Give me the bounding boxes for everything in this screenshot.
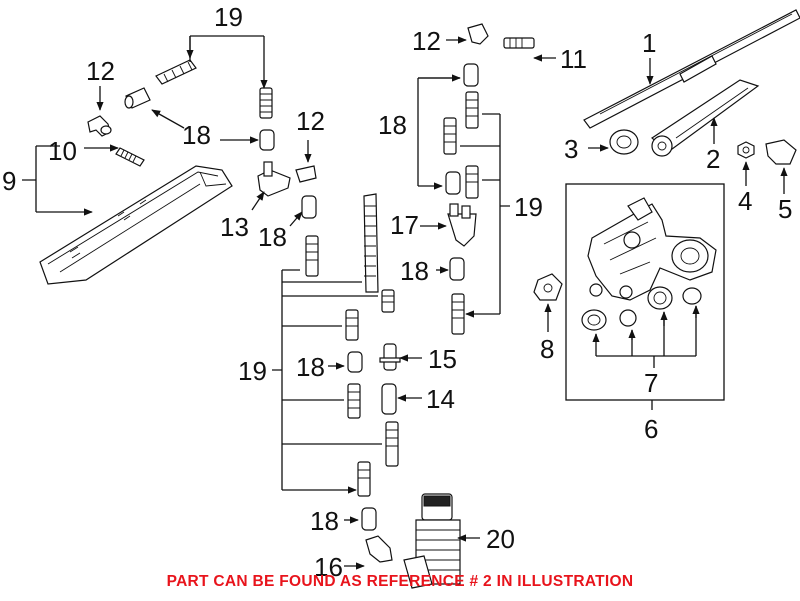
callout-5: 5	[778, 194, 792, 224]
callout-18-lower: 18	[296, 352, 325, 382]
callout-19-top: 19	[214, 2, 243, 32]
hose-segments-top-left	[124, 59, 197, 109]
callout-12-top: 12	[412, 26, 441, 56]
callout-18-bottom: 18	[310, 506, 339, 536]
callout-3: 3	[564, 134, 578, 164]
washer-nozzle-left	[115, 147, 145, 167]
callout-9: 9	[2, 166, 16, 196]
callout-13: 13	[220, 212, 249, 242]
callout-2: 2	[706, 144, 720, 174]
elbow-fitting-left	[87, 115, 112, 137]
callout-20: 20	[486, 524, 515, 554]
wiper-blade	[583, 9, 800, 129]
callout-15: 15	[428, 344, 457, 374]
callout-16: 16	[314, 552, 343, 582]
callout-12-mid: 12	[296, 106, 325, 136]
callout-4: 4	[738, 186, 752, 216]
callout-18-right-lower: 18	[400, 256, 429, 286]
pivot-nut-8	[533, 273, 563, 301]
wiper-motor-box	[565, 183, 725, 401]
arm-cover-cap	[765, 139, 797, 165]
leader-lines	[22, 35, 788, 570]
callout-7: 7	[644, 368, 658, 398]
callout-12-left: 12	[86, 56, 115, 86]
arm-nut	[737, 141, 755, 159]
callout-18-right: 18	[378, 110, 407, 140]
callout-8: 8	[540, 334, 554, 364]
washer-pump	[403, 493, 461, 589]
callout-18-upper: 18	[182, 120, 211, 150]
motor-grommets	[581, 286, 702, 331]
hose-connectors-right-column	[443, 23, 535, 335]
callout-19-left: 19	[238, 356, 267, 386]
callout-14: 14	[426, 384, 455, 414]
nozzle-trim-panel	[39, 165, 233, 285]
callout-17: 17	[390, 210, 419, 240]
center-hose-column	[305, 193, 401, 563]
reference-notice: PART CAN BE FOUND AS REFERENCE # 2 IN IL…	[166, 573, 634, 590]
hose-connectors-left-column	[257, 87, 317, 219]
callout-19-right: 19	[514, 192, 543, 222]
callout-numbers: 19 12 18 10 9 12 13 18 19 18 15 14 18 16…	[2, 2, 792, 582]
arm-cap-washer	[609, 129, 639, 155]
callout-10: 10	[48, 136, 77, 166]
callout-18-mid: 18	[258, 222, 287, 252]
callout-11: 11	[560, 44, 587, 74]
callout-6: 6	[644, 414, 658, 444]
wiper-arm	[651, 79, 760, 157]
callout-1: 1	[642, 28, 656, 58]
